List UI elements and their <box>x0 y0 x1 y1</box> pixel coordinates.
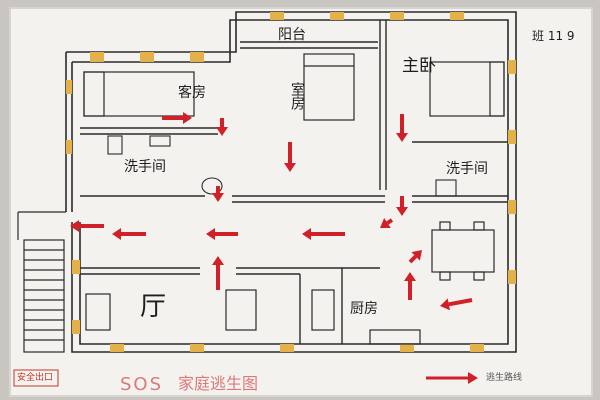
escape-arrow-icon <box>284 163 296 172</box>
header-tag: 班 11 9 <box>532 29 575 43</box>
room-label-washroom-right: 洗手间 <box>446 161 488 177</box>
legend-arrow-icon <box>426 372 478 384</box>
room-label-kitchen: 厨房 <box>350 301 378 317</box>
escape-arrow-icon <box>183 112 192 124</box>
escape-arrow-icon <box>396 133 408 142</box>
escape-arrow-icon <box>212 256 224 265</box>
room-label-guest-room: 客房 <box>178 85 206 101</box>
stairs <box>17 211 66 353</box>
escape-arrow-icon <box>70 220 79 232</box>
bed-icon <box>83 71 195 117</box>
table-icon <box>431 221 495 281</box>
escape-arrow-icon <box>112 228 121 240</box>
bed-icon <box>303 53 355 121</box>
sos-heading: SOS <box>120 374 164 395</box>
escape-arrow-icon <box>448 298 473 307</box>
room-label-balcony: 阳台 <box>278 27 306 43</box>
outer-walls <box>65 11 517 353</box>
escape-arrow-icon <box>408 254 418 264</box>
room-label-bedroom-mid: 室房 <box>289 82 305 110</box>
legend-text: 逃生路线 <box>486 373 523 383</box>
escape-arrow-icon <box>216 127 228 136</box>
escape-arrow-icon <box>411 250 422 261</box>
exit-label: 安全出口 <box>17 373 54 383</box>
room-label-washroom-left: 洗手间 <box>124 159 166 175</box>
exit-sign <box>13 369 59 387</box>
escape-arrow-icon <box>206 228 215 240</box>
escape-arrow-icon <box>404 272 416 281</box>
bed-icon <box>429 61 505 117</box>
room-label-living: 厅 <box>140 292 167 322</box>
escape-arrow-icon <box>440 298 450 311</box>
tv-cabinet <box>85 289 421 345</box>
escape-arrow-icon <box>386 218 394 225</box>
escape-arrows <box>70 112 473 311</box>
escape-arrow-icon <box>380 218 391 228</box>
diagram-title: 家庭逃生图 <box>178 374 259 393</box>
escape-arrow-icon <box>302 228 311 240</box>
wall-highlights <box>66 12 516 352</box>
interior-walls <box>80 20 508 344</box>
escape-arrow-icon <box>212 193 224 202</box>
escape-arrow-icon <box>396 207 408 216</box>
room-label-bedroom-right: 主卧 <box>402 56 436 76</box>
washroom-fixtures <box>107 135 457 197</box>
